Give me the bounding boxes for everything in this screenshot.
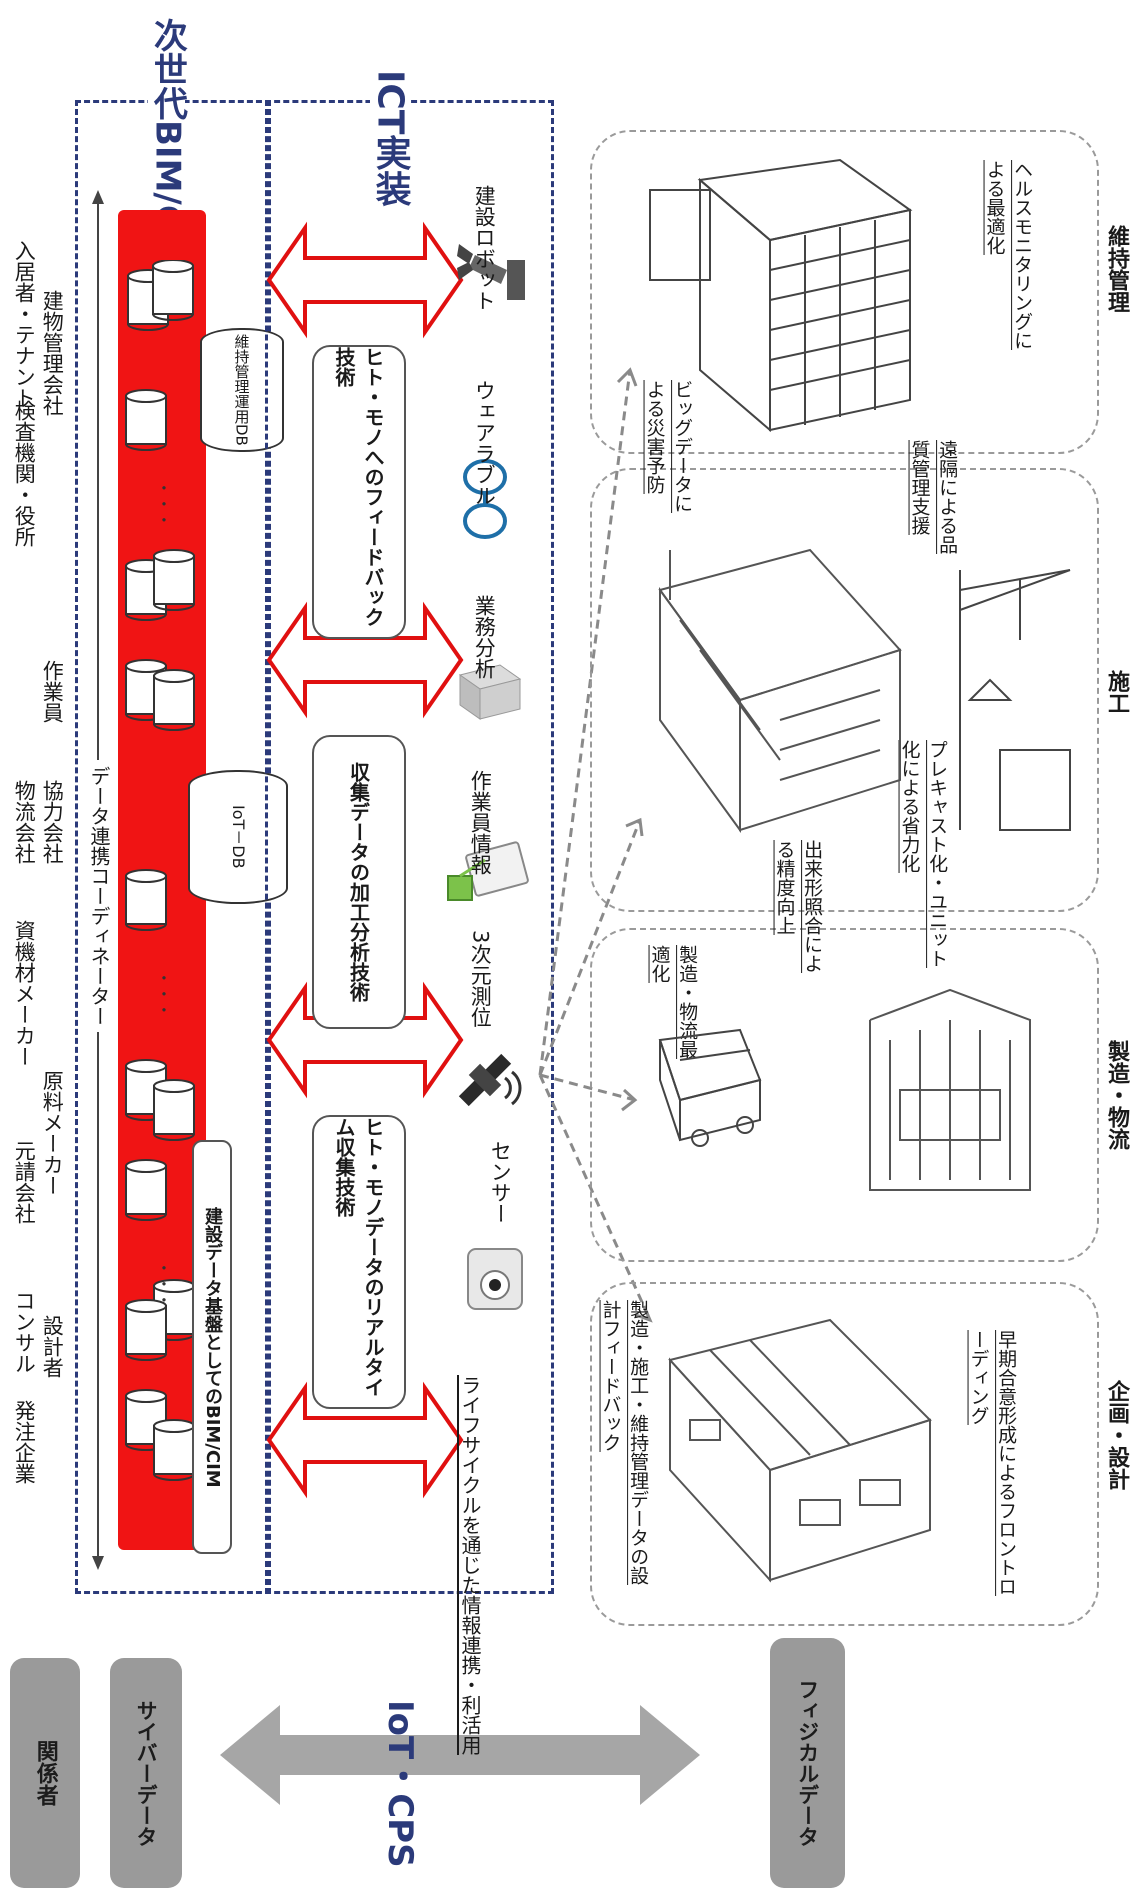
wearable-label: ウェアラブル xyxy=(470,380,497,506)
stakeholder-item: 作業員 xyxy=(38,660,65,723)
cyber-data-tag: サイバーデータ xyxy=(110,1658,182,1888)
tech-pill-label: 収集データの加工分析技術 xyxy=(345,762,374,1002)
stakeholder-item: 原料メーカー xyxy=(38,1070,65,1196)
stakeholder-item: 建物管理会社 xyxy=(38,290,65,416)
physical-data-tag-label: フィジカルデータ xyxy=(794,1679,820,1847)
note-precision: 出来形照合による精度向上 xyxy=(770,840,825,990)
factory-illustration xyxy=(860,980,1040,1210)
tech-pill-label: ヒト・モノへのフィードバック技術 xyxy=(330,347,388,637)
stakeholder-item: 検査機関・役所 xyxy=(10,400,37,547)
positioning-label: 3次元測位 xyxy=(466,930,493,1027)
tech-pill-realtime: ヒト・モノデータのリアルタイム収集技術 xyxy=(312,1115,406,1409)
maintenance-building-illustration xyxy=(640,150,930,440)
phase-label-maintenance: 維持管理 xyxy=(1100,225,1132,313)
stakeholder-item: コンサル xyxy=(10,1290,37,1374)
stakeholder-list: 発注企業 コンサル 設計者 元請会社 原料メーカー 資機材メーカー 協力会社 物… xyxy=(10,220,70,1570)
design-building-illustration xyxy=(650,1300,950,1600)
iot-cps-label: IoT・CPS xyxy=(376,1700,425,1900)
worker-info-label: 作業員情報 xyxy=(466,770,493,875)
bimcim-base: 建設データ基盤としてのBIM/CIM xyxy=(192,1140,232,1554)
ellipsis: ・・・ xyxy=(150,970,174,1018)
work-analysis-label: 業務分析 xyxy=(470,595,497,679)
note-design-feedback: 製造・施工・維持管理データの設計フィードバック xyxy=(596,1300,651,1600)
stakeholder-item: 資機材メーカー xyxy=(10,920,37,1067)
stakeholder-item: 元請会社 xyxy=(10,1140,37,1224)
tech-pill-analysis: 収集データの加工分析技術 xyxy=(312,735,406,1029)
ellipsis: ・・・ xyxy=(150,480,174,528)
stakeholders-tag-label: 関係者 xyxy=(31,1740,59,1806)
stakeholder-item: 入居者・テナント xyxy=(10,240,37,408)
note-health: ヘルスモニタリングによる最適化 xyxy=(980,160,1035,360)
robot-label: 建設ロボット xyxy=(470,185,497,311)
stakeholder-item: 発注企業 xyxy=(10,1400,37,1484)
phase-label-manufacturing: 製造・物流 xyxy=(1100,1040,1132,1150)
truck-illustration xyxy=(640,1020,780,1150)
sensor-label: センサー xyxy=(486,1140,513,1224)
phase-label-construction: 施工 xyxy=(1100,670,1132,714)
tech-pill-label: ヒト・モノデータのリアルタイム収集技術 xyxy=(330,1117,388,1407)
physical-data-tag: フィジカルデータ xyxy=(770,1638,845,1888)
stakeholder-item: 設計者 xyxy=(38,1315,65,1378)
construction-site-illustration xyxy=(640,540,920,840)
phase-label-design: 企画・設計 xyxy=(1100,1380,1132,1490)
cyber-data-tag-label: サイバーデータ xyxy=(133,1700,159,1847)
iot-db-label: IoT－DB xyxy=(226,805,250,869)
satellite-icon xyxy=(450,1040,530,1120)
bimcim-base-label: 建設データ基盤としてのBIM/CIM xyxy=(199,1207,225,1488)
stakeholder-item: 物流会社 xyxy=(10,780,37,864)
maint-db-label: 維持管理運用DB xyxy=(232,334,253,446)
crane-illustration xyxy=(940,550,1080,850)
note-front-loading: 早期合意形成によるフロントローディング xyxy=(964,1330,1019,1610)
lifecycle-label: ライフサイクルを通じた情報連携・利活用 xyxy=(456,1375,484,1755)
ellipsis: ・・・ xyxy=(150,1260,174,1308)
stakeholders-tag: 関係者 xyxy=(10,1658,80,1888)
tech-pill-feedback: ヒト・モノへのフィードバック技術 xyxy=(312,345,406,639)
ict-header: ICT実装 xyxy=(370,70,410,206)
stakeholder-item: 協力会社 xyxy=(38,780,65,864)
